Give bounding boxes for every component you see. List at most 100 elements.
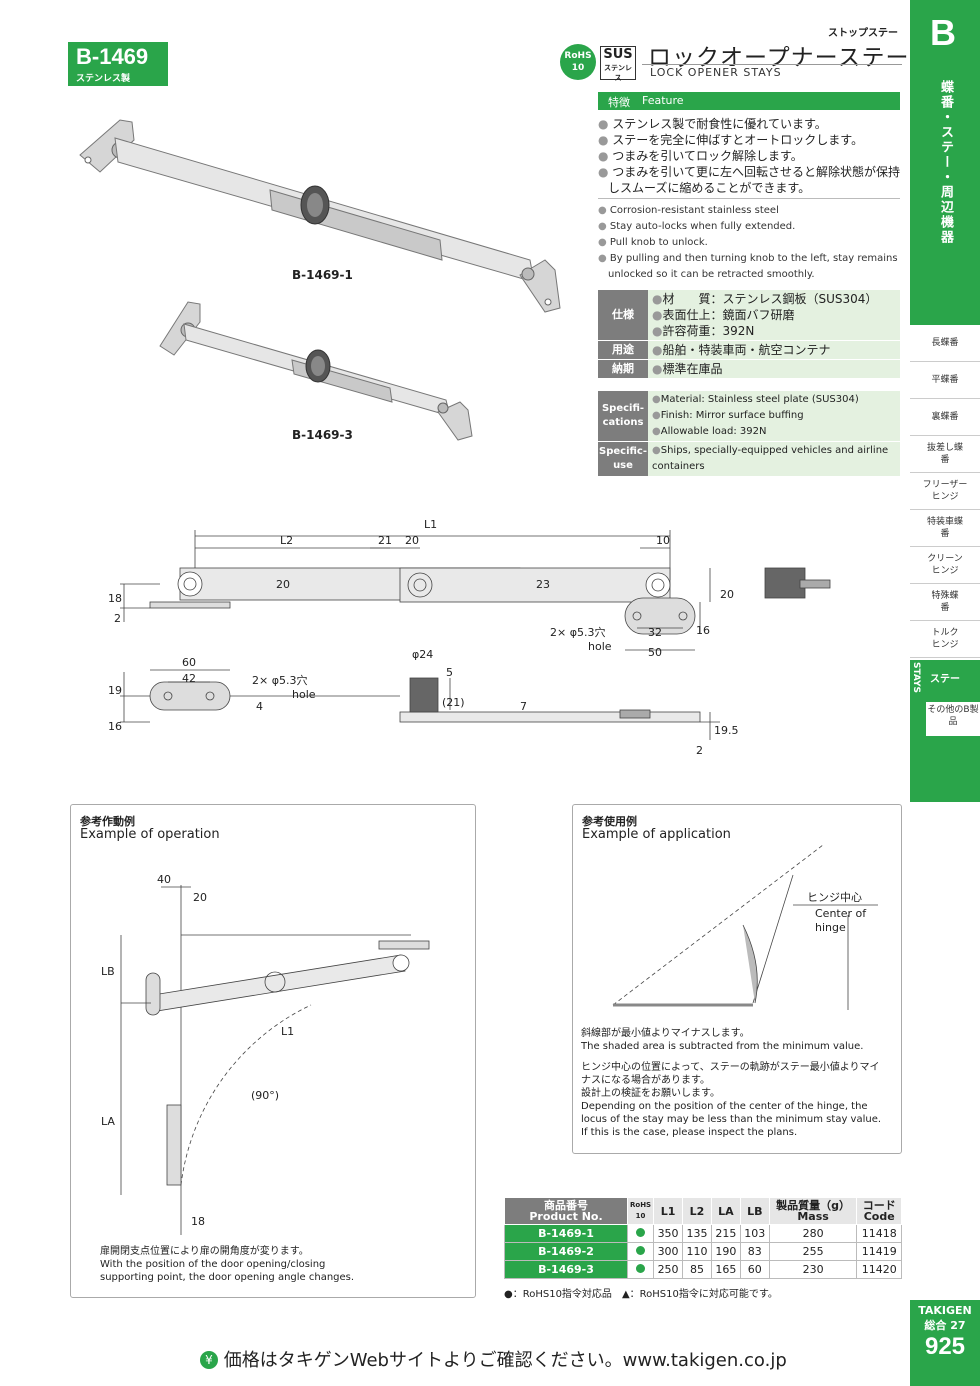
spec-row: Specifi-cations ●Material: Stainless ste…: [598, 391, 900, 442]
spec-row: 用途 ●船舶・特装車両・航空コンテナ: [598, 341, 900, 360]
sus-badge: SUS ステンレス: [600, 46, 636, 82]
dim-hole-top: 2× φ5.3穴: [550, 625, 605, 639]
list-item: ● ステーを完全に伸ばすとオートロックします。: [598, 133, 864, 147]
operation-diagram: 40 20 LB LA L1 (90°) 18: [101, 873, 430, 1235]
yen-icon: ¥: [200, 1351, 218, 1369]
list-item: ● Pull knob to unlock.: [598, 237, 708, 248]
list-item: ● By pulling and then turning knob to th…: [598, 253, 898, 280]
dim-phi24: φ24: [412, 648, 433, 661]
dim-hole-top-en: hole: [588, 640, 612, 653]
op-dim-lb: LB: [101, 965, 115, 978]
feature-list-en: ● Corrosion-resistant stainless steel ● …: [598, 203, 904, 283]
op-dim-20: 20: [193, 891, 207, 904]
hinge-label-en: Center of: [815, 907, 867, 920]
dim-7: 7: [520, 700, 527, 713]
product-code-box: B-1469 ステンレス製: [68, 42, 168, 86]
op-angle: (90°): [251, 1089, 279, 1102]
spec-row: Specific-use ●Ships, specially-equipped …: [598, 442, 900, 477]
feature-list-jp: ● ステンレス製で耐食性に優れています。 ● ステーを完全に伸ばすとオートロック…: [598, 116, 904, 196]
op-dim-18: 18: [191, 1215, 205, 1228]
hinge-label-en2: hinge: [815, 921, 846, 934]
dim-32: 32: [648, 626, 662, 639]
sidebar-item[interactable]: トルクヒンジ: [910, 621, 980, 658]
title-divider: [642, 64, 902, 65]
price-footer: ¥ 価格はタキゲンWebサイトよりご確認ください。www.takigen.co.…: [200, 1346, 787, 1372]
op-dim-la: LA: [101, 1115, 115, 1128]
sidebar-item[interactable]: 抜差し蝶番: [910, 436, 980, 473]
dim-l1: L1: [424, 518, 437, 531]
sidebar-item[interactable]: フリーザーヒンジ: [910, 473, 980, 510]
dim-2b: 2: [696, 744, 703, 757]
list-item: ● ステンレス製で耐食性に優れています。: [598, 117, 827, 131]
dim-23: 23: [536, 578, 550, 591]
sidebar-item[interactable]: 平蝶番: [910, 362, 980, 399]
dim-hole-bot-en: hole: [292, 688, 316, 701]
sidebar-section-b: B 蝶番・ステー・周辺機器: [910, 0, 980, 325]
op-dim-l1: L1: [281, 1025, 294, 1038]
page-number: 925: [924, 1333, 966, 1360]
spec-row: 仕様 ●材 質：ステンレス鋼板（SUS304） ●表面仕上：鏡面バフ研磨 ●許容…: [598, 290, 900, 341]
dim-l2: L2: [280, 534, 293, 547]
product-photos: [79, 119, 561, 441]
list-item: ● つまみを引いて更に左へ回転させると解除状態が保持しスムーズに縮めることができ…: [598, 165, 900, 195]
operation-example-box: 参考作動例 Example of operation 40 20 LB LA L…: [70, 804, 476, 1298]
dim-20b: 20: [276, 578, 290, 591]
dim-50: 50: [648, 646, 662, 659]
dim-20: 20: [405, 534, 419, 547]
sidebar-item[interactable]: 長蝶番: [910, 325, 980, 362]
dim-21p: (21): [442, 696, 465, 709]
dim-5: 5: [446, 666, 453, 679]
list-item: ● つまみを引いてロック解除します。: [598, 149, 803, 163]
sidebar-item-other[interactable]: その他のB製品: [926, 702, 980, 736]
sidebar-item[interactable]: クリーンヒンジ: [910, 547, 980, 584]
application-example-box: 参考使用例 Example of application ヒンジ中心 Cente…: [572, 804, 902, 1154]
dim-hole-bot: 2× φ5.3穴: [252, 673, 307, 687]
sidebar-item[interactable]: 裏蝶番: [910, 399, 980, 436]
website-link[interactable]: www.takigen.co.jp: [622, 1350, 787, 1371]
page-title: ロックオープナーステー: [648, 45, 910, 71]
product-code: B-1469: [76, 44, 149, 69]
dim-60: 60: [182, 656, 196, 669]
sidebar-item[interactable]: 特装車蝶番: [910, 510, 980, 547]
catalog-number: 総合 27: [924, 1319, 966, 1332]
dim-4: 4: [256, 700, 263, 713]
divider: [598, 198, 900, 199]
dim-20c: 20: [720, 588, 734, 601]
list-item: ● Corrosion-resistant stainless steel: [598, 205, 779, 216]
list-item: ● Stay auto-locks when fully extended.: [598, 221, 796, 232]
spec-row: 納期 ●標準在庫品: [598, 360, 900, 379]
sidebar-item[interactable]: 特殊蝶番: [910, 584, 980, 621]
spec-table: 仕様 ●材 質：ステンレス鋼板（SUS304） ●表面仕上：鏡面バフ研磨 ●許容…: [598, 290, 900, 477]
dim-21: 21: [378, 534, 392, 547]
stay-photo-1: [79, 119, 561, 313]
dim-19-5: 19.5: [714, 724, 739, 737]
page-footer-brand: TAKIGEN 総合 27 925: [910, 1300, 980, 1386]
dim-19: 19: [108, 684, 122, 697]
dim-2: 2: [114, 612, 121, 625]
hinge-label: ヒンジ中心: [807, 891, 862, 904]
table-legend: ●：RoHS10指令対応品 ▲：RoHS10指令に対応可能です。: [504, 1289, 778, 1300]
stay-photo-3: [159, 301, 473, 441]
sidebar-nav: 長蝶番 平蝶番 裏蝶番 抜差し蝶番 フリーザーヒンジ 特装車蝶番 クリーンヒンジ…: [910, 325, 980, 658]
op-dim-40: 40: [157, 873, 171, 886]
category-label: ストップステー: [828, 28, 898, 39]
application-diagram: ヒンジ中心 Center of hinge: [612, 844, 878, 1010]
feature-heading: 特徴 Feature: [598, 92, 900, 110]
brand: TAKIGEN: [918, 1304, 972, 1317]
sidebar-item-stays[interactable]: STAYS ステー その他のB製品: [910, 660, 980, 802]
product-label-3: B-1469-3: [292, 428, 353, 442]
page-title-en: LOCK OPENER STAYS: [650, 66, 782, 79]
product-label-1: B-1469-1: [292, 268, 353, 282]
product-material: ステンレス製: [76, 74, 131, 84]
dim-18: 18: [108, 592, 122, 605]
section-title: 蝶番・ステー・周辺機器: [938, 80, 953, 245]
th-rohs: RoHS 10: [626, 1197, 655, 1225]
rohs-badge: RoHS 10: [560, 44, 596, 80]
dim-10: 10: [656, 534, 670, 547]
dimension-drawing: L1 L2 21 20 10 23 20 20 18 2 2× φ5.3穴 ho…: [108, 518, 831, 757]
